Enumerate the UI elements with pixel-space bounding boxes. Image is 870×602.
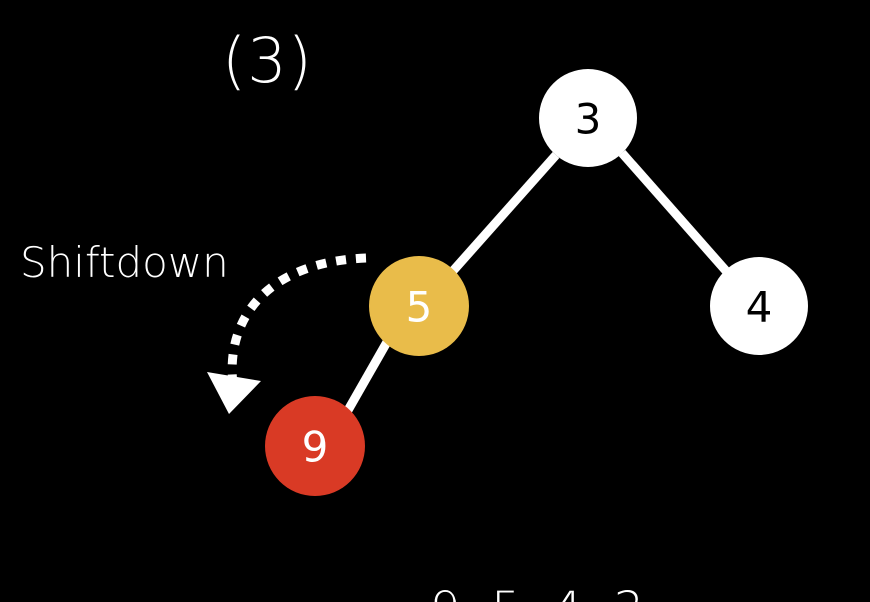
tree-edge-n5-n9	[343, 339, 391, 415]
node-circle-9	[265, 396, 365, 496]
tree-edge-n3-n5	[448, 152, 560, 275]
tree-node-4[interactable]: 4	[710, 257, 808, 355]
tree-node-5[interactable]: 5	[369, 256, 469, 356]
bottom-cropped-text-clip: 9, 5, 4, 3	[0, 586, 870, 602]
node-value-3: 3	[575, 95, 602, 144]
node-circle-3	[539, 69, 637, 167]
node-value-5: 5	[406, 283, 433, 332]
shiftdown-arrow-head	[207, 372, 261, 414]
step-label: (3)	[222, 24, 313, 97]
operation-label: Shiftdown	[20, 238, 229, 287]
tree-node-9[interactable]: 9	[265, 396, 365, 496]
node-circle-5	[369, 256, 469, 356]
shiftdown-arrow-curve	[227, 253, 367, 393]
node-value-9: 9	[302, 423, 329, 472]
bottom-cropped-text: 9, 5, 4, 3	[430, 586, 644, 602]
tree-node-3[interactable]: 3	[539, 69, 637, 167]
node-value-4: 4	[746, 283, 773, 332]
node-circle-4	[710, 257, 808, 355]
shiftdown-arrow	[207, 253, 367, 414]
tree-edges	[343, 150, 731, 415]
tree-nodes: 3 5 4 9	[265, 69, 808, 496]
tree-edge-n3-n4	[618, 150, 731, 275]
